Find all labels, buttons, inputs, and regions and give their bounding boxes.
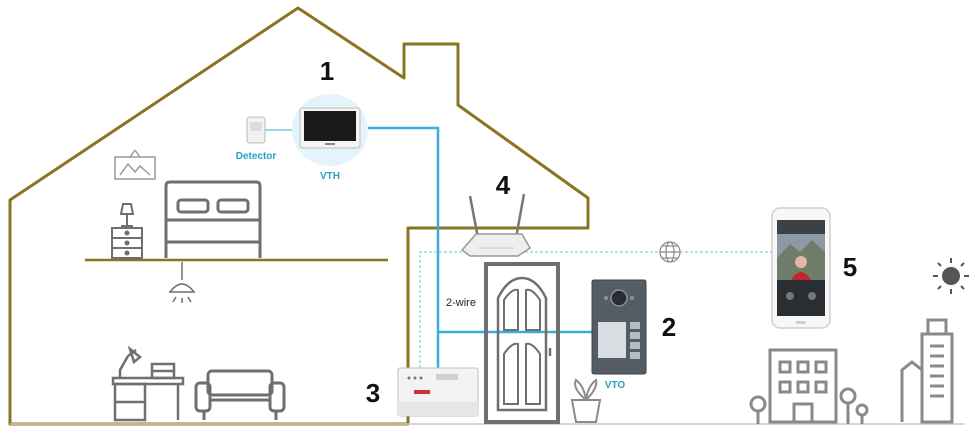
office-building-icon [749,348,869,424]
detector-label: Detector [236,151,277,162]
callout-5: 5 [843,252,857,282]
tower-building-icon [900,318,954,424]
callout-2: 2 [662,312,676,342]
two-wire-label: 2-wire [446,297,476,309]
vth-label: VTH [320,171,340,182]
bed-icon [164,180,262,258]
globe-icon [659,241,681,263]
switch-box [397,367,479,417]
network-lines [419,251,772,378]
nightstand-icon [111,203,143,259]
door-icon [484,262,560,424]
picture-frame-icon [114,149,156,180]
cable-lines [368,126,592,380]
indoor-monitor [292,94,368,166]
desk-icon [111,345,185,422]
smartphone [771,207,831,329]
callout-4: 4 [496,170,511,200]
sofa-icon [194,369,286,420]
detector-icon [246,116,298,144]
ceiling-lamp-icon [168,262,196,303]
door-station [591,279,647,375]
callout-3: 3 [366,378,380,408]
callout-1: 1 [320,56,334,86]
sun-icon [933,258,969,294]
vto-label: VTO [605,380,626,391]
router-icon [460,193,531,257]
plant-pot-icon [570,378,602,423]
house-outline [8,6,590,426]
